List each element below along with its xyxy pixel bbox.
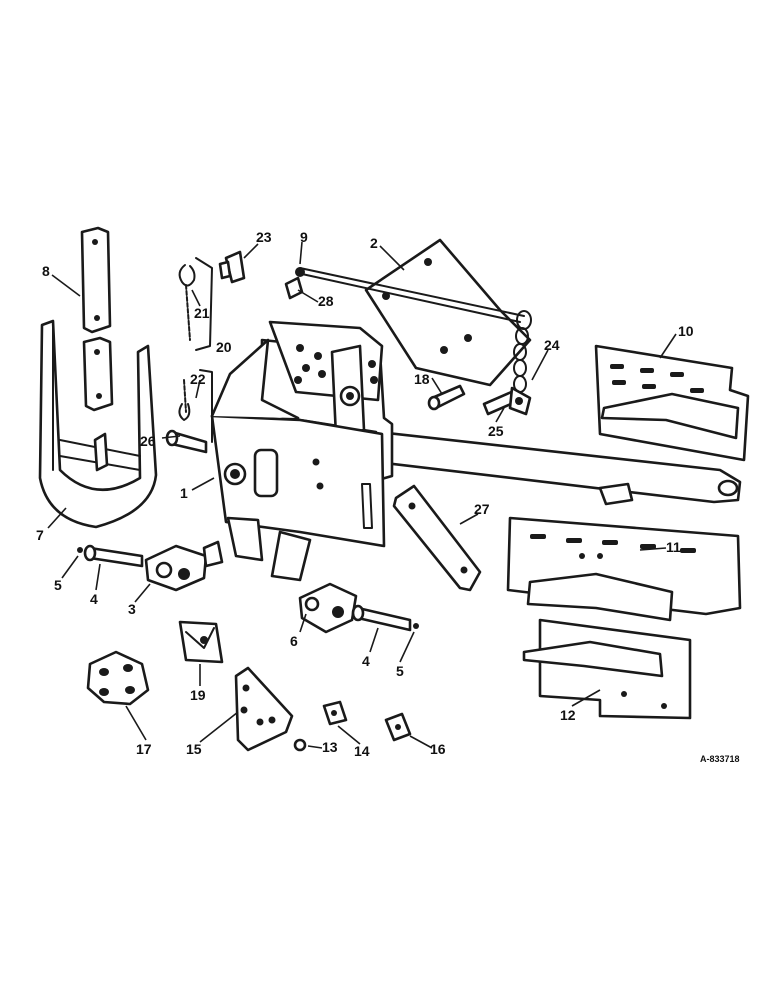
callout-8: 8 <box>42 263 50 279</box>
callout-9: 9 <box>300 229 308 245</box>
callout-4-right: 4 <box>362 653 370 669</box>
part-1-hitch-frame <box>210 320 742 582</box>
callout-16: 16 <box>430 741 446 757</box>
part-21-hook-chain <box>178 257 213 443</box>
part-27-strap <box>392 484 482 592</box>
part-13-washer <box>293 738 307 752</box>
callout-10: 10 <box>678 323 694 339</box>
part-17-link-plate <box>86 650 150 706</box>
callout-1: 1 <box>180 485 188 501</box>
part-25-clevis <box>482 386 532 416</box>
callout-23: 23 <box>256 229 272 245</box>
part-23-clip <box>218 250 246 284</box>
callout-14: 14 <box>354 743 370 759</box>
part-14-nut <box>322 700 348 726</box>
part-12-plate <box>522 618 692 720</box>
callout-7: 7 <box>36 527 44 543</box>
part-10-plate <box>594 344 750 462</box>
leader-lines <box>47 241 677 749</box>
callout-5-left: 5 <box>54 577 62 593</box>
callout-labels: 8 7 5 4 3 26 1 21 20 22 23 9 28 2 18 25 … <box>36 229 740 764</box>
part-26-pin <box>165 429 208 454</box>
callout-3: 3 <box>128 601 136 617</box>
callout-15: 15 <box>186 741 202 757</box>
callout-26: 26 <box>140 433 156 449</box>
part-5-cotter-left <box>77 547 83 553</box>
drawing-code: A-833718 <box>700 754 740 764</box>
part-5-cotter-right <box>413 623 419 629</box>
part-4-pin-left <box>83 544 144 568</box>
callout-28: 28 <box>318 293 334 309</box>
part-7-u-bracket <box>38 319 158 529</box>
part-2-plate <box>364 238 532 387</box>
part-11-plate <box>506 516 742 622</box>
callout-20: 20 <box>216 339 232 355</box>
callout-21: 21 <box>194 305 210 321</box>
callout-6: 6 <box>290 633 298 649</box>
callout-17: 17 <box>136 741 152 757</box>
callout-18: 18 <box>414 371 430 387</box>
part-15-triangle-plate <box>234 666 294 752</box>
part-16-nut <box>384 712 412 742</box>
callout-5-right: 5 <box>396 663 404 679</box>
callout-11: 11 <box>666 539 681 555</box>
part-3-clevis <box>144 540 224 592</box>
part-9-rod <box>284 267 532 393</box>
part-8-straps <box>80 226 114 412</box>
callout-22: 22 <box>190 371 206 387</box>
callout-2: 2 <box>370 235 378 251</box>
callout-13: 13 <box>322 739 338 755</box>
part-6-clevis <box>298 582 358 634</box>
callout-25: 25 <box>488 423 504 439</box>
callout-24: 24 <box>544 337 560 353</box>
part-19-clip <box>178 620 224 664</box>
part-4-pin-right <box>351 604 412 632</box>
part-18-pin <box>427 384 466 411</box>
callout-19: 19 <box>190 687 206 703</box>
callout-12: 12 <box>560 707 576 723</box>
callout-4-left: 4 <box>90 591 98 607</box>
callout-27: 27 <box>474 501 490 517</box>
